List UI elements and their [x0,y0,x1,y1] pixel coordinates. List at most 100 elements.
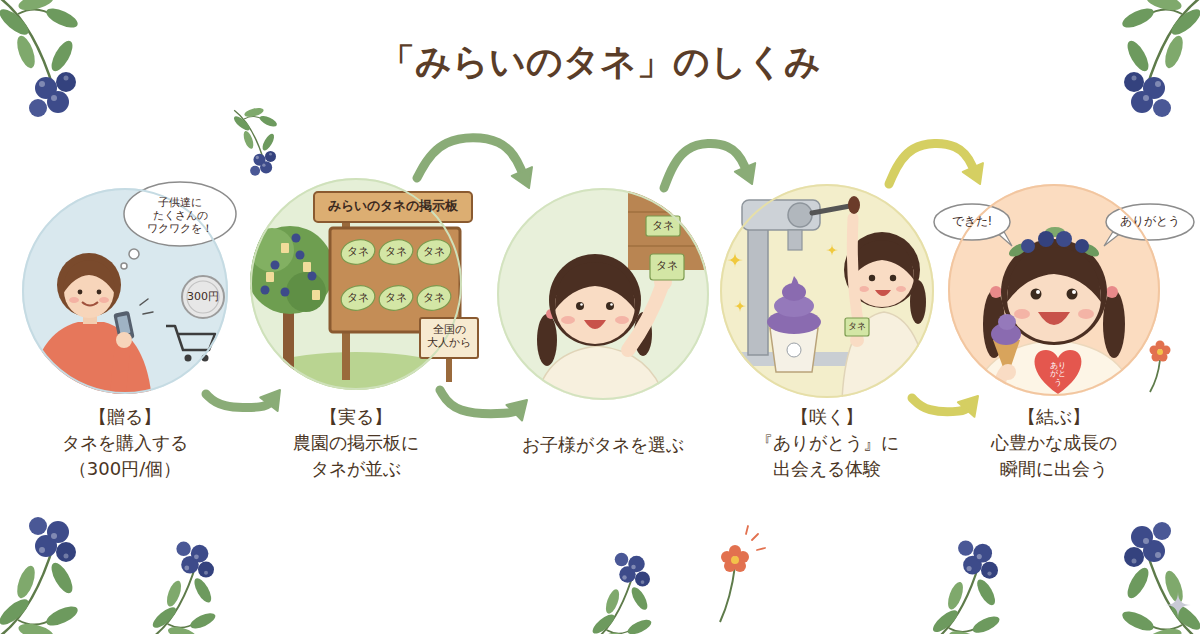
flower [731,556,739,564]
seed-card [339,237,377,268]
choosing-scene [555,262,635,310]
board-scene [303,262,311,272]
ice-cream-scene [770,328,818,372]
happy-child-scene [1106,286,1118,298]
buying-scene [97,290,102,295]
step-circle: お子様がタネを選ぶ [497,188,709,400]
board-scene [226,352,486,432]
sparkle [826,244,838,256]
sign-text: 全国の 大人から [420,323,478,349]
blueberry-sprig [1120,522,1200,634]
choosing-scene [549,254,641,346]
choosing-scene [610,303,613,306]
board-scene [286,272,326,312]
seed-card-text: タネ [342,291,374,304]
step-caption: 【贈る】タネを購入する （300円/個） [35,404,215,482]
circle-outline [497,188,709,400]
buying-scene [121,263,127,269]
arrow-head [260,390,280,411]
step-heading: 【実る】 [320,404,392,430]
arrow-head [512,167,532,188]
choosing-scene [628,286,662,350]
circle-outline [22,188,228,394]
arrow-head [506,400,527,421]
buying-scene [30,253,152,400]
buying-scene [118,342,124,400]
thought-bubble-text: 子供達に たくさんの ワクワクを！ [140,196,220,236]
seed-card-text: タネ [380,291,412,304]
board-scene [246,226,334,314]
seed-card [339,237,453,314]
ice-cream-scene [890,275,896,281]
seed-card [377,237,415,268]
buying-scene [166,326,215,350]
board-scene [330,228,460,332]
sparkle-mark [1165,592,1191,618]
happy-child-scene [1038,312,1070,325]
happy-child-scene [1035,350,1082,394]
happy-child-scene [990,286,1002,298]
blueberry-sprig [1120,0,1200,117]
happy-child-scene [1036,290,1040,294]
choosing-scene [606,302,614,310]
choosing-scene [646,216,680,236]
happy-child-scene [1067,289,1078,300]
ice-cream-scene [742,200,820,230]
ice-cream-scene [875,290,891,296]
ice-cream-scene [896,286,906,292]
buying-scene [22,182,236,400]
happy-child-scene [970,239,1138,410]
seed-card [377,283,415,314]
flow-arrow-line [417,138,523,178]
seed-card-text: タネ [342,245,374,258]
arrow-head [963,163,983,184]
heart-text: ありがとう [1049,362,1067,387]
step-heading: 【結ぶ】 [1018,404,1090,430]
board-scene [292,234,301,243]
blueberry-sprig [150,542,218,634]
choosing-scene [650,254,684,280]
circle-outline [720,184,934,398]
buying-scene [78,290,83,295]
happy-child-scene [1106,204,1194,240]
step-circle: 【実る】農園の掲示板に タネが並ぶ [250,178,462,390]
happy-child-scene [1031,289,1042,300]
buying-scene [202,355,209,362]
circle-outline [250,178,462,390]
flower [1157,349,1163,355]
choosing-scene [561,316,575,324]
step-text: 農園の掲示板に タネが並ぶ [266,430,446,482]
flow-arrow [664,144,755,188]
flow-arrow [417,138,532,188]
speech-bubble-text: できた! [937,214,1007,228]
seed-card [339,283,377,314]
happy-child-scene [934,184,1194,410]
circle-outline [251,179,461,389]
board-scene [266,272,274,282]
happy-child-scene [1056,231,1072,247]
seed-card-text: タネ [418,291,450,304]
board-scene [420,318,478,358]
step-text: タネを購入する （300円/個） [35,430,215,482]
board-scene [308,272,317,281]
ice-cream-scene [790,276,798,288]
circle-outline [721,185,933,397]
choosing-scene [537,314,557,366]
happy-child-scene [1072,290,1076,294]
board-scene [312,290,320,300]
ice-cream-scene [788,203,812,227]
step-text: 心豊かな成長の 瞬間に出会う [964,430,1144,482]
buying-scene [187,281,219,313]
happy-child-scene [1000,364,1016,380]
arrow-head [735,163,755,184]
flow-arrow-line [664,144,747,188]
step-text: 『ありがとう』に 出会える体験 [737,430,917,482]
buying-scene [99,297,109,303]
sparkle [727,244,838,312]
blueberry-sprig [0,0,80,117]
buying-scene [124,182,236,246]
buying-scene [82,302,98,306]
board-scene [250,228,294,272]
